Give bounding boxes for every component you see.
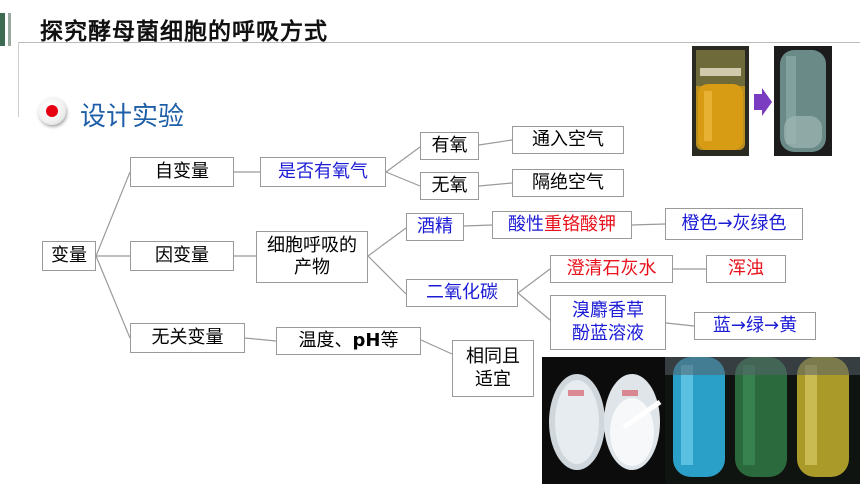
node-aerate: 通入空气 [512,126,624,154]
node-anaerobic: 无氧 [420,172,479,200]
color-green-text: 绿 [746,314,764,336]
dichromate-tubes-photo [692,46,832,156]
dichromate-acidic-text: 酸性 [508,213,544,235]
title-divider [18,42,860,43]
ph-text: pH [352,329,381,351]
node-variable: 变量 [42,241,96,271]
node-aerobic: 有氧 [420,132,479,160]
bromothymol-line2: 酚蓝溶液 [572,322,644,344]
same-suitable-line1: 相同且 [466,346,520,367]
respiration-products-line1: 细胞呼吸的 [267,234,357,256]
temperature-text: 温度、 [298,329,353,351]
node-respiration-products: 细胞呼吸的 产物 [256,231,368,283]
node-oxygen-presence: 是否有氧气 [260,157,386,187]
node-acidic-dichromate: 酸性重铬酸钾 [492,211,632,239]
respiration-products-line2: 产物 [294,257,330,278]
left-vertical-line [18,42,19,117]
node-alcohol: 酒精 [406,213,464,241]
color-blue-text: 蓝 [712,314,731,336]
bullet-red-dot [46,105,58,117]
dichromate-name-text: 重铬酸钾 [544,213,616,235]
color-graygreen-text: 灰绿色 [732,212,787,234]
node-limewater: 澄清石灰水 [550,255,673,283]
node-dependent-variable: 因变量 [130,241,234,271]
node-independent-variable: 自变量 [130,157,234,187]
node-same-suitable: 相同且 适宜 [452,340,534,397]
node-turbid: 浑浊 [706,255,786,283]
limewater-beakers-photo [542,357,665,484]
same-suitable-line2: 适宜 [475,368,511,390]
node-irrelevant-variable: 无关变量 [130,323,245,353]
node-seal-air: 隔绝空气 [512,169,624,197]
arrow-right-icon: → [730,314,746,336]
color-yellow-text: 黄 [779,314,798,336]
arrow-right-icon: → [717,212,733,234]
bromothymol-tubes-photo [665,357,860,484]
node-blue-green-yellow: 蓝→绿→黄 [694,312,816,340]
node-carbon-dioxide: 二氧化碳 [406,279,518,307]
arrow-right-icon: → [764,314,780,336]
section-title: 设计实验 [80,102,185,132]
color-orange-text: 橙色 [681,212,718,234]
etc-text: 等 [380,329,399,351]
title-accent-bar-light [8,13,11,46]
title-accent-bar [0,13,5,46]
bromothymol-line1: 溴麝香草 [572,300,644,321]
node-bromothymol-blue: 溴麝香草 酚蓝溶液 [550,295,666,350]
page-title: 探究酵母菌细胞的呼吸方式 [40,19,328,45]
node-orange-to-graygreen: 橙色→灰绿色 [665,208,803,240]
